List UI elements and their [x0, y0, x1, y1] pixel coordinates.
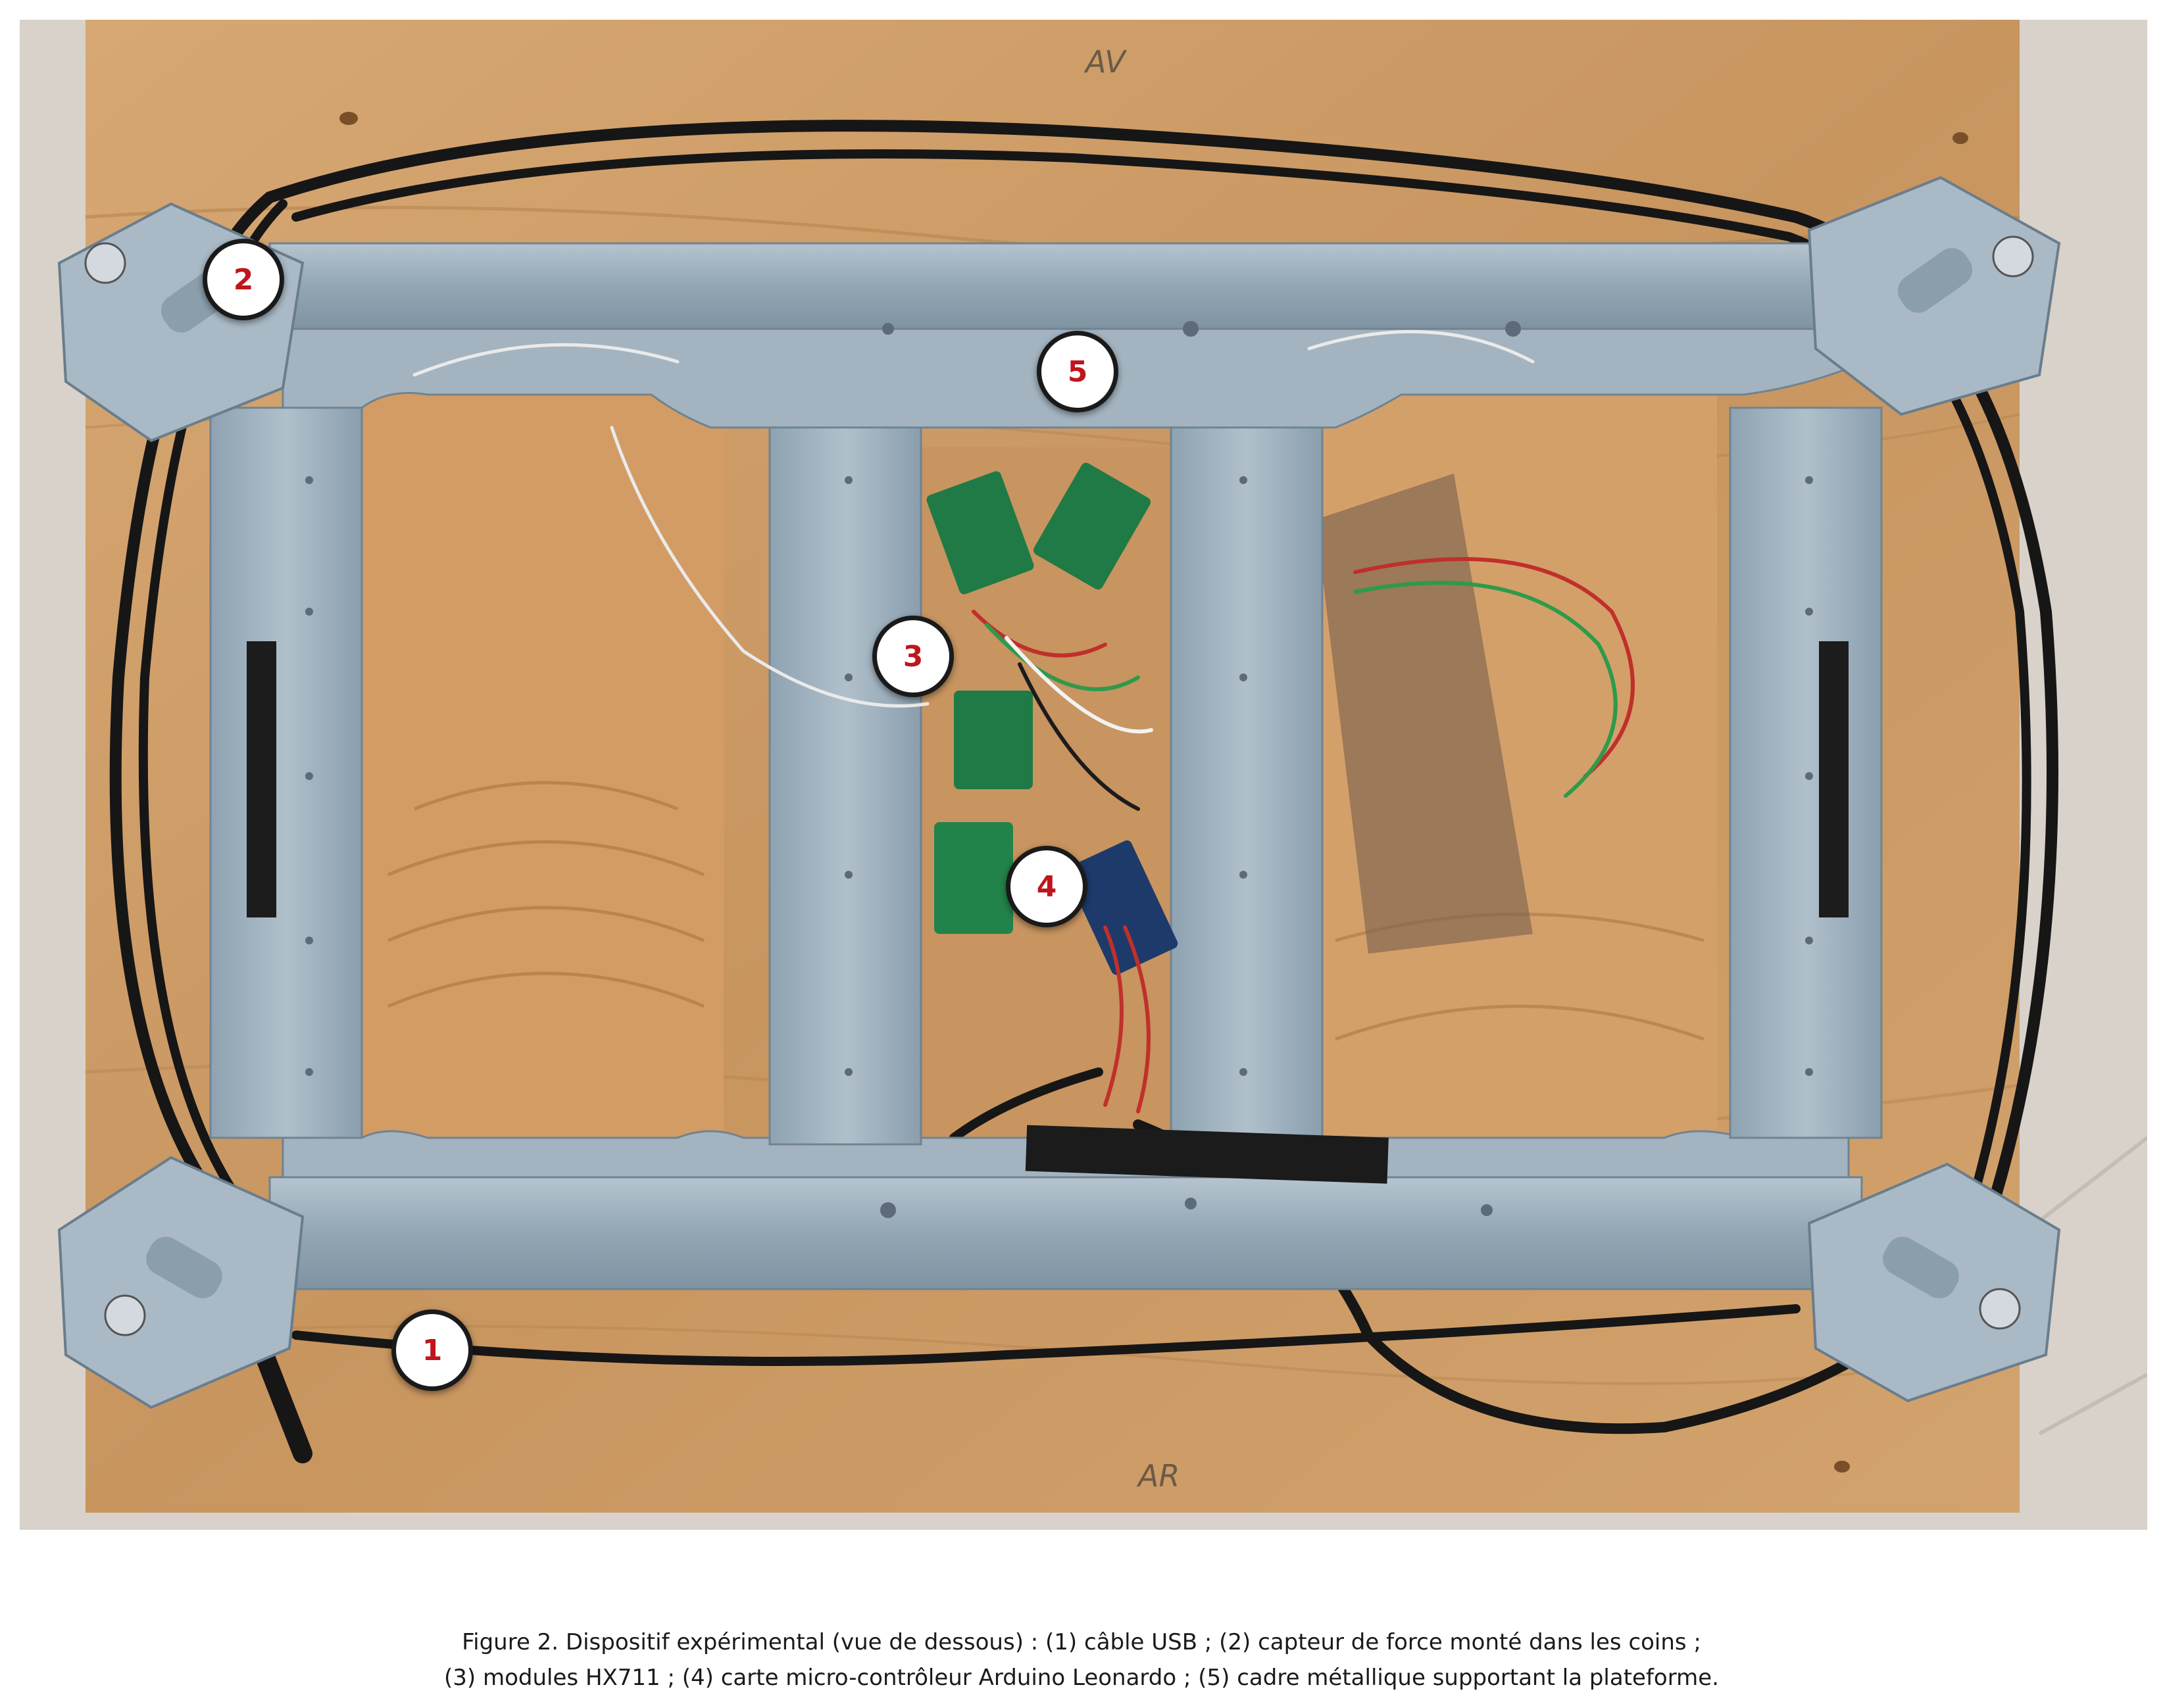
marker-metal-frame: 5 [1037, 331, 1118, 412]
marker-usb-cable: 1 [391, 1309, 473, 1391]
board-mark-top: AV [1083, 44, 1128, 80]
caption-line-2: (3) modules HX711 ; (4) carte micro-cont… [444, 1665, 1719, 1691]
inner-wood-panels [355, 395, 1717, 1158]
corner-load-cells [57, 176, 2061, 1409]
marker-arduino-board: 4 [1006, 846, 1087, 927]
figure-caption: Figure 2. Dispositif expérimental (vue d… [0, 1624, 2163, 1696]
usb-cable [109, 120, 2058, 1463]
marker-hx711-modules: 3 [872, 616, 954, 697]
setup-illustration: AV AR [20, 20, 2147, 1530]
marker-force-sensor: 2 [203, 239, 284, 320]
experimental-setup-photo: AV AR [20, 20, 2147, 1530]
electronics [412, 329, 1635, 1113]
tape-patch [1316, 474, 1533, 954]
board-mark-bottom: AR [1136, 1458, 1180, 1494]
caption-line-1: Figure 2. Dispositif expérimental (vue d… [462, 1629, 1701, 1655]
